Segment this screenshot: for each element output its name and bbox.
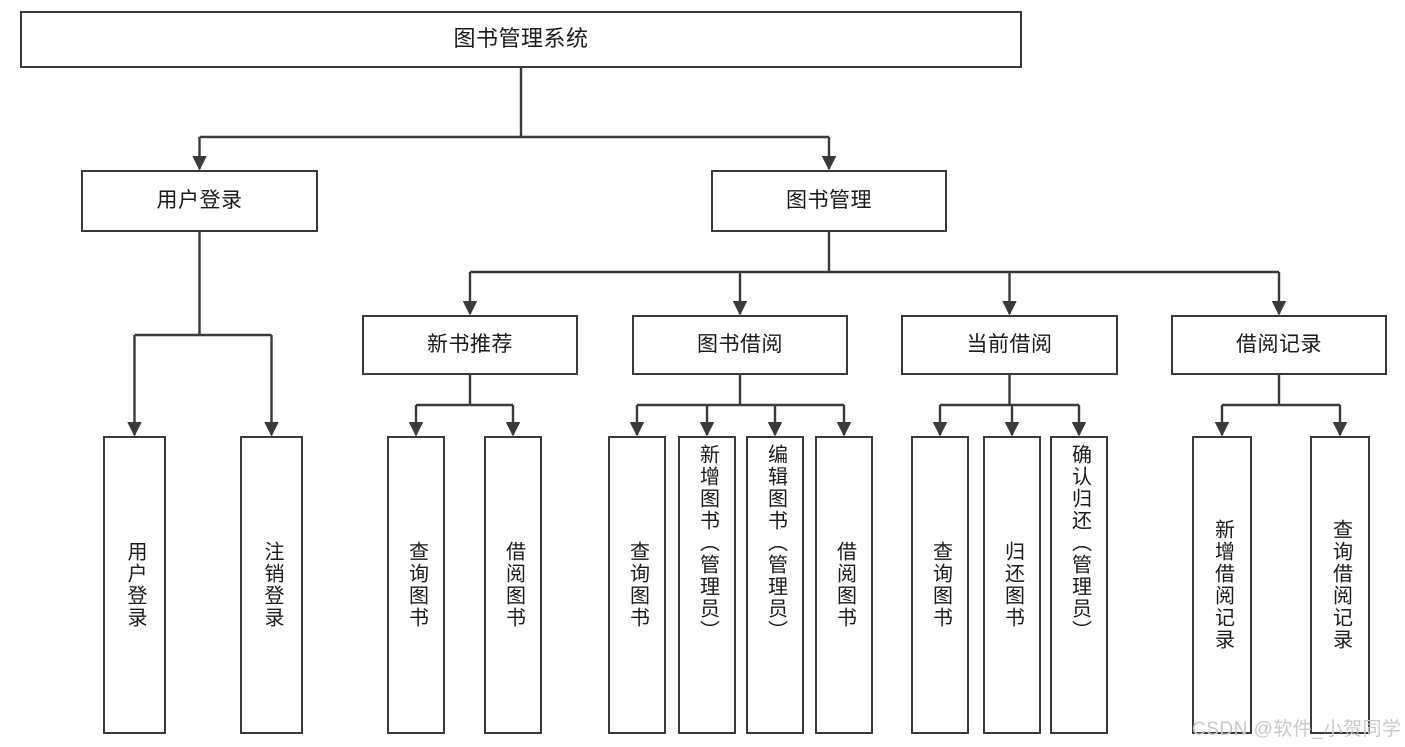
node-label: 用户登录	[156, 189, 243, 213]
node-book-manage[interactable]: 图书管理	[711, 170, 947, 232]
node-label: 图书借阅	[697, 333, 783, 357]
node-leaf-query-book-borrow[interactable]: 查询图书	[608, 436, 666, 734]
node-root[interactable]: 图书管理系统	[20, 11, 1022, 68]
node-leaf-borrow-book[interactable]: 借阅图书	[815, 436, 873, 734]
node-leaf-add-borrow-record[interactable]: 新增借阅记录	[1192, 436, 1252, 734]
node-leaf-user-logout[interactable]: 注销登录	[240, 436, 303, 734]
node-current-borrow[interactable]: 当前借阅	[901, 315, 1118, 375]
node-label: 归还图书	[1001, 541, 1024, 629]
node-new-book-recommend[interactable]: 新书推荐	[362, 315, 578, 375]
node-leaf-confirm-return[interactable]: 确认归还（管理员）	[1050, 436, 1108, 734]
node-label: 新增借阅记录	[1211, 519, 1234, 651]
node-leaf-query-borrow-record[interactable]: 查询借阅记录	[1310, 436, 1370, 734]
node-label: 查询借阅记录	[1329, 519, 1352, 651]
node-leaf-query-book-current[interactable]: 查询图书	[911, 436, 969, 734]
node-leaf-borrow-book-recommend[interactable]: 借阅图书	[484, 436, 542, 734]
node-label: 确认归还（管理员）	[1068, 444, 1091, 642]
node-label: 借阅图书	[833, 541, 856, 629]
node-label: 查询图书	[929, 541, 952, 629]
watermark-text: CSDN @软件_小贺同学	[1192, 719, 1402, 740]
node-leaf-query-book-recommend[interactable]: 查询图书	[387, 436, 445, 734]
node-label: 借阅图书	[502, 541, 525, 629]
node-label: 编辑图书（管理员）	[764, 444, 787, 642]
node-leaf-user-login[interactable]: 用户登录	[103, 436, 166, 734]
node-label: 新增图书（管理员）	[696, 444, 719, 642]
node-user-login[interactable]: 用户登录	[81, 170, 318, 232]
node-book-borrow[interactable]: 图书借阅	[632, 315, 848, 375]
node-label: 当前借阅	[966, 333, 1053, 357]
node-leaf-return-book[interactable]: 归还图书	[983, 436, 1041, 734]
node-label: 借阅记录	[1236, 333, 1322, 357]
node-leaf-add-book[interactable]: 新增图书（管理员）	[678, 436, 736, 734]
node-leaf-edit-book[interactable]: 编辑图书（管理员）	[746, 436, 804, 734]
node-label: 图书管理系统	[453, 26, 589, 52]
node-label: 用户登录	[124, 541, 146, 629]
node-borrow-record[interactable]: 借阅记录	[1171, 315, 1387, 375]
node-label: 图书管理	[786, 189, 872, 213]
node-label: 查询图书	[405, 541, 428, 629]
connector-paths	[127, 68, 1348, 437]
node-label: 查询图书	[626, 541, 649, 629]
node-label: 新书推荐	[427, 333, 513, 357]
node-label: 注销登录	[261, 541, 283, 629]
